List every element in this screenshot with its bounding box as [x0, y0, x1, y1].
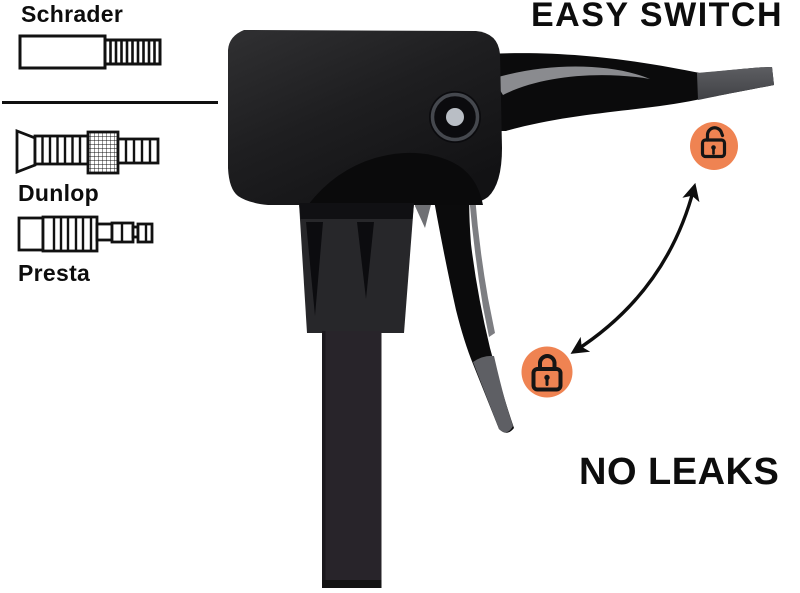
- presta-label: Presta: [18, 260, 91, 286]
- pump-collar: [299, 203, 414, 333]
- pump-hose: [322, 331, 382, 588]
- unlocked-padlock-icon: [690, 122, 738, 170]
- dunlop-label: Dunlop: [18, 180, 99, 206]
- schrader-label: Schrader: [21, 1, 124, 27]
- no-leaks-heading: NO LEAKS: [579, 451, 780, 493]
- easy-switch-heading: EASY SWITCH: [531, 0, 784, 34]
- presta-valve-icon: [17, 215, 154, 253]
- locked-padlock-icon: [521, 346, 573, 398]
- divider-line: [2, 101, 218, 104]
- upper-lever: [470, 53, 774, 131]
- schrader-valve-icon: [18, 34, 162, 70]
- dunlop-valve-icon: [15, 128, 160, 175]
- pivot-bolt: [429, 91, 481, 143]
- pump-head-body: [228, 30, 502, 205]
- swap-arrow-icon: [570, 182, 700, 354]
- lower-lever: [415, 178, 514, 433]
